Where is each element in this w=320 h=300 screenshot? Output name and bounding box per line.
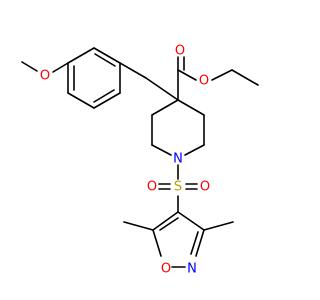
bond xyxy=(94,53,116,67)
bond xyxy=(67,92,95,109)
molecule-structure-diagram: O O O N S O O O N xyxy=(21,44,259,277)
bond xyxy=(195,229,205,257)
atom-label-sulfur: S xyxy=(174,180,182,195)
bond xyxy=(151,99,179,116)
atom-label-oxygen: O xyxy=(200,180,210,195)
bond xyxy=(151,144,172,156)
atom-label-oxygen: O xyxy=(199,74,209,89)
bond xyxy=(119,62,147,79)
bond xyxy=(93,92,121,109)
atom-label-nitrogen: N xyxy=(173,152,183,167)
atom-label-oxygen: O xyxy=(175,44,185,59)
atom-labels: O O O N S O O O N xyxy=(40,44,210,277)
bond xyxy=(211,69,233,81)
bond xyxy=(152,229,162,257)
atom-label-oxygen: O xyxy=(147,180,157,195)
bond xyxy=(21,61,38,72)
bond xyxy=(184,144,205,156)
bond xyxy=(123,221,154,231)
atom-label-oxygen: O xyxy=(161,262,171,277)
bond xyxy=(93,47,121,64)
bond xyxy=(52,62,69,73)
bond xyxy=(152,211,179,231)
bond-lines xyxy=(21,47,259,268)
atom-label-nitrogen: N xyxy=(187,262,197,277)
bond xyxy=(93,89,115,103)
bond xyxy=(67,47,95,64)
bond xyxy=(177,211,205,231)
bond xyxy=(231,69,259,86)
bond xyxy=(145,77,179,101)
bond xyxy=(190,231,199,255)
bond xyxy=(177,69,197,81)
bond xyxy=(159,217,179,231)
bond xyxy=(177,99,205,116)
atom-label-oxygen: O xyxy=(40,69,50,84)
bond xyxy=(203,221,234,231)
